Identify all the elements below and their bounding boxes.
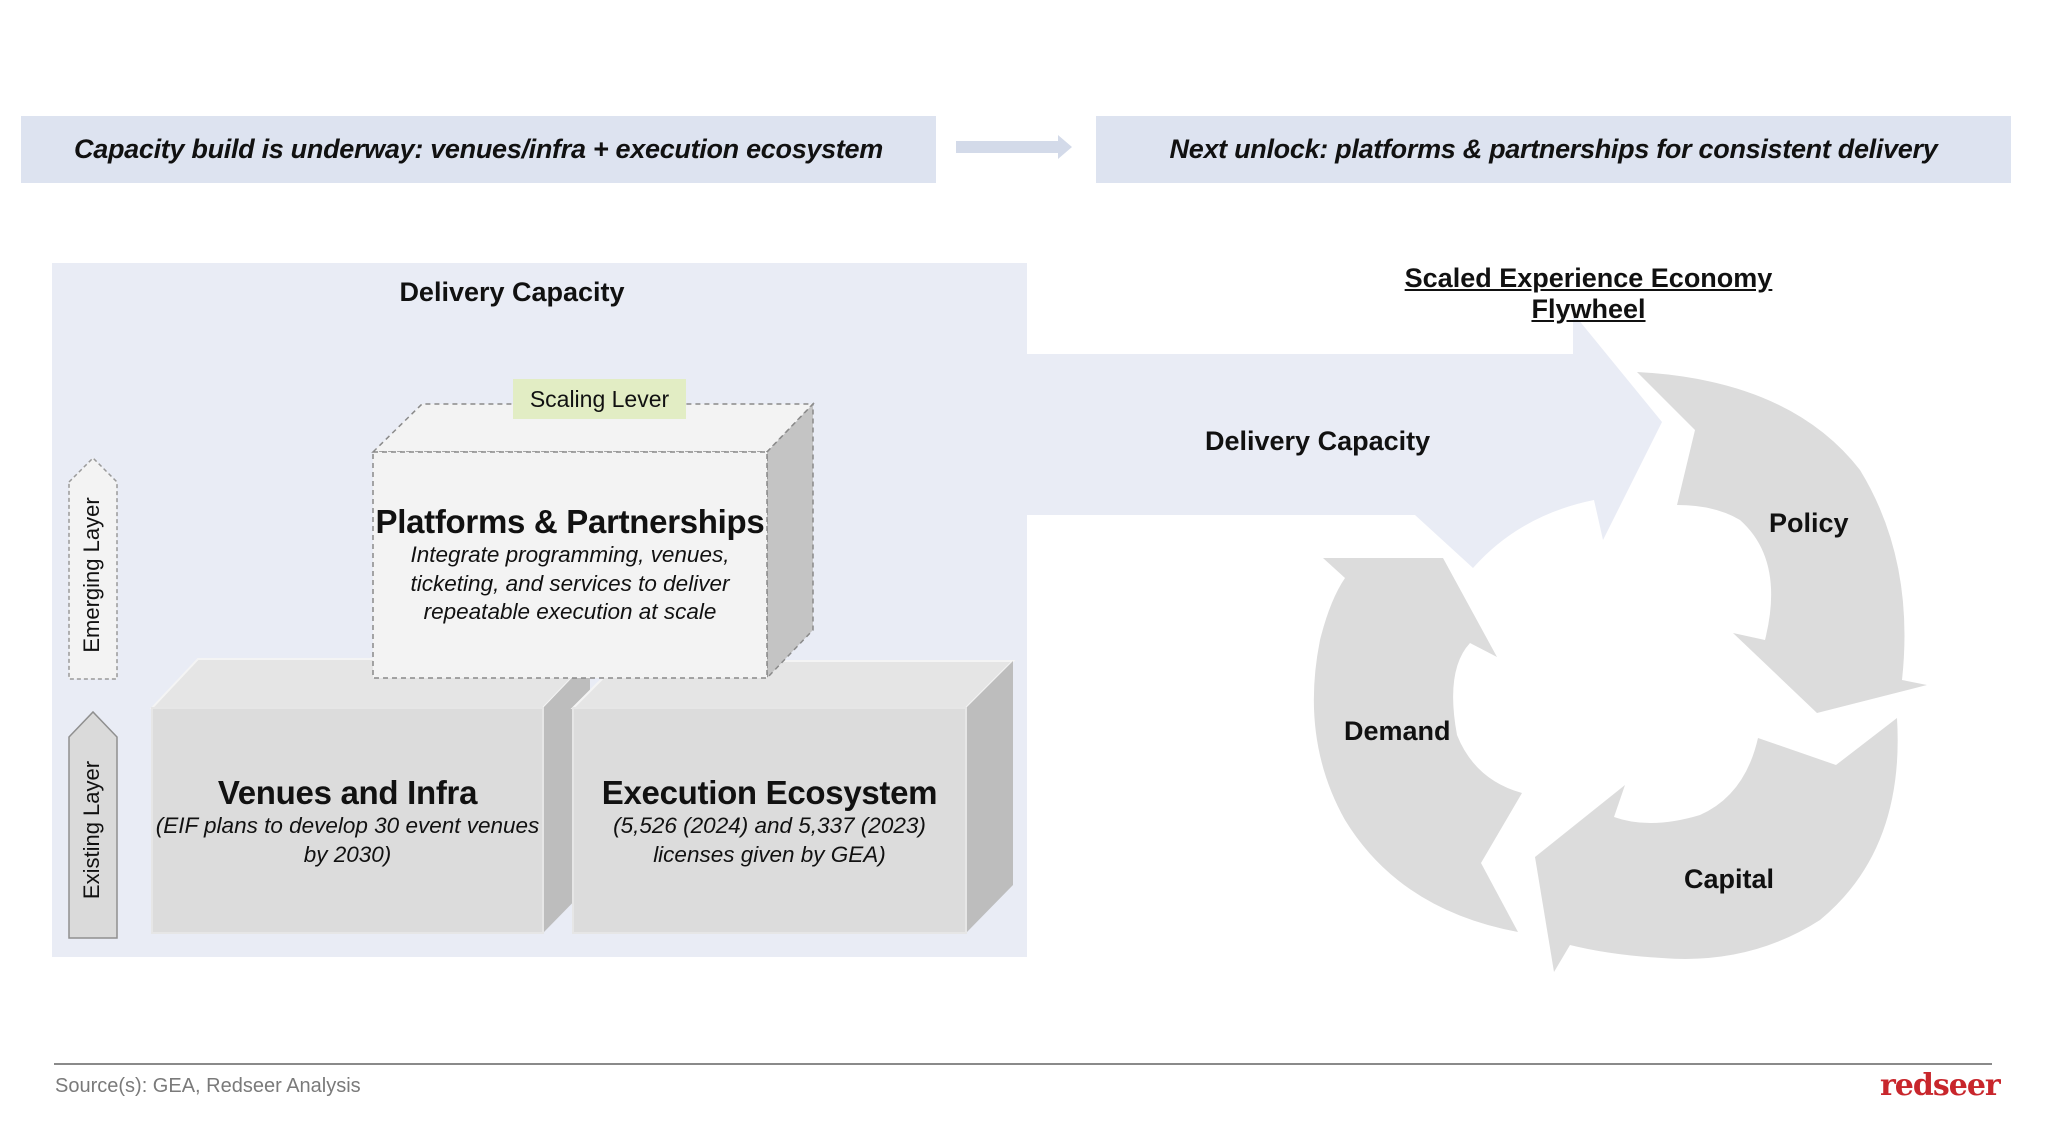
platforms-description: Integrate programming, venues, ticketing… <box>410 541 730 625</box>
platforms-title: Platforms & Partnerships <box>375 503 765 540</box>
emerging-layer-label: Emerging Layer <box>79 497 104 653</box>
demand-arc <box>1313 558 1522 932</box>
execution-block: Execution Ecosystem (5,526 (2024) and 5,… <box>573 774 966 869</box>
scaling-lever-label: Scaling Lever <box>529 385 670 412</box>
source-note: Source(s): GEA, Redseer Analysis <box>55 1075 361 1097</box>
policy-label: Policy <box>1769 508 1849 538</box>
redseer-logo: redseer <box>1880 1068 2001 1103</box>
scaling-lever-tag: Scaling Lever <box>513 379 686 419</box>
capital-label: Capital <box>1684 864 1775 894</box>
demand-label: Demand <box>1344 716 1451 746</box>
execution-title: Execution Ecosystem <box>601 774 938 811</box>
platforms-block: Platforms & Partnerships Integrate progr… <box>373 503 767 627</box>
emerging-layer-arrow <box>68 456 118 680</box>
policy-arc <box>1637 372 1927 713</box>
execution-description: (5,526 (2024) and 5,337 (2023) licenses … <box>613 812 926 867</box>
right-banner: Next unlock: platforms & partnerships fo… <box>1096 116 2011 183</box>
existing-layer-label: Existing Layer <box>79 760 104 900</box>
flywheel-title: Scaled Experience Economy Flywheel <box>1404 263 1773 324</box>
left-banner-text: Capacity build is underway: venues/infra… <box>74 134 883 164</box>
delivery-capacity-label: Delivery Capacity <box>1205 426 1431 456</box>
left-banner: Capacity build is underway: venues/infra… <box>21 116 936 183</box>
delivery-capacity-arrow <box>1027 313 1662 568</box>
venues-block: Venues and Infra (EIF plans to develop 3… <box>152 774 543 869</box>
venues-description: (EIF plans to develop 30 event venues by… <box>155 812 540 867</box>
existing-layer-arrow <box>68 710 118 939</box>
execution-block-shape <box>570 660 1016 934</box>
footer-divider <box>54 1063 1992 1065</box>
panel-title: Delivery Capacity <box>399 277 625 307</box>
capital-arc <box>1535 718 1898 972</box>
platforms-block-shape <box>371 402 815 680</box>
right-banner-text: Next unlock: platforms & partnerships fo… <box>1169 134 1938 164</box>
venues-title: Venues and Infra <box>217 774 478 811</box>
